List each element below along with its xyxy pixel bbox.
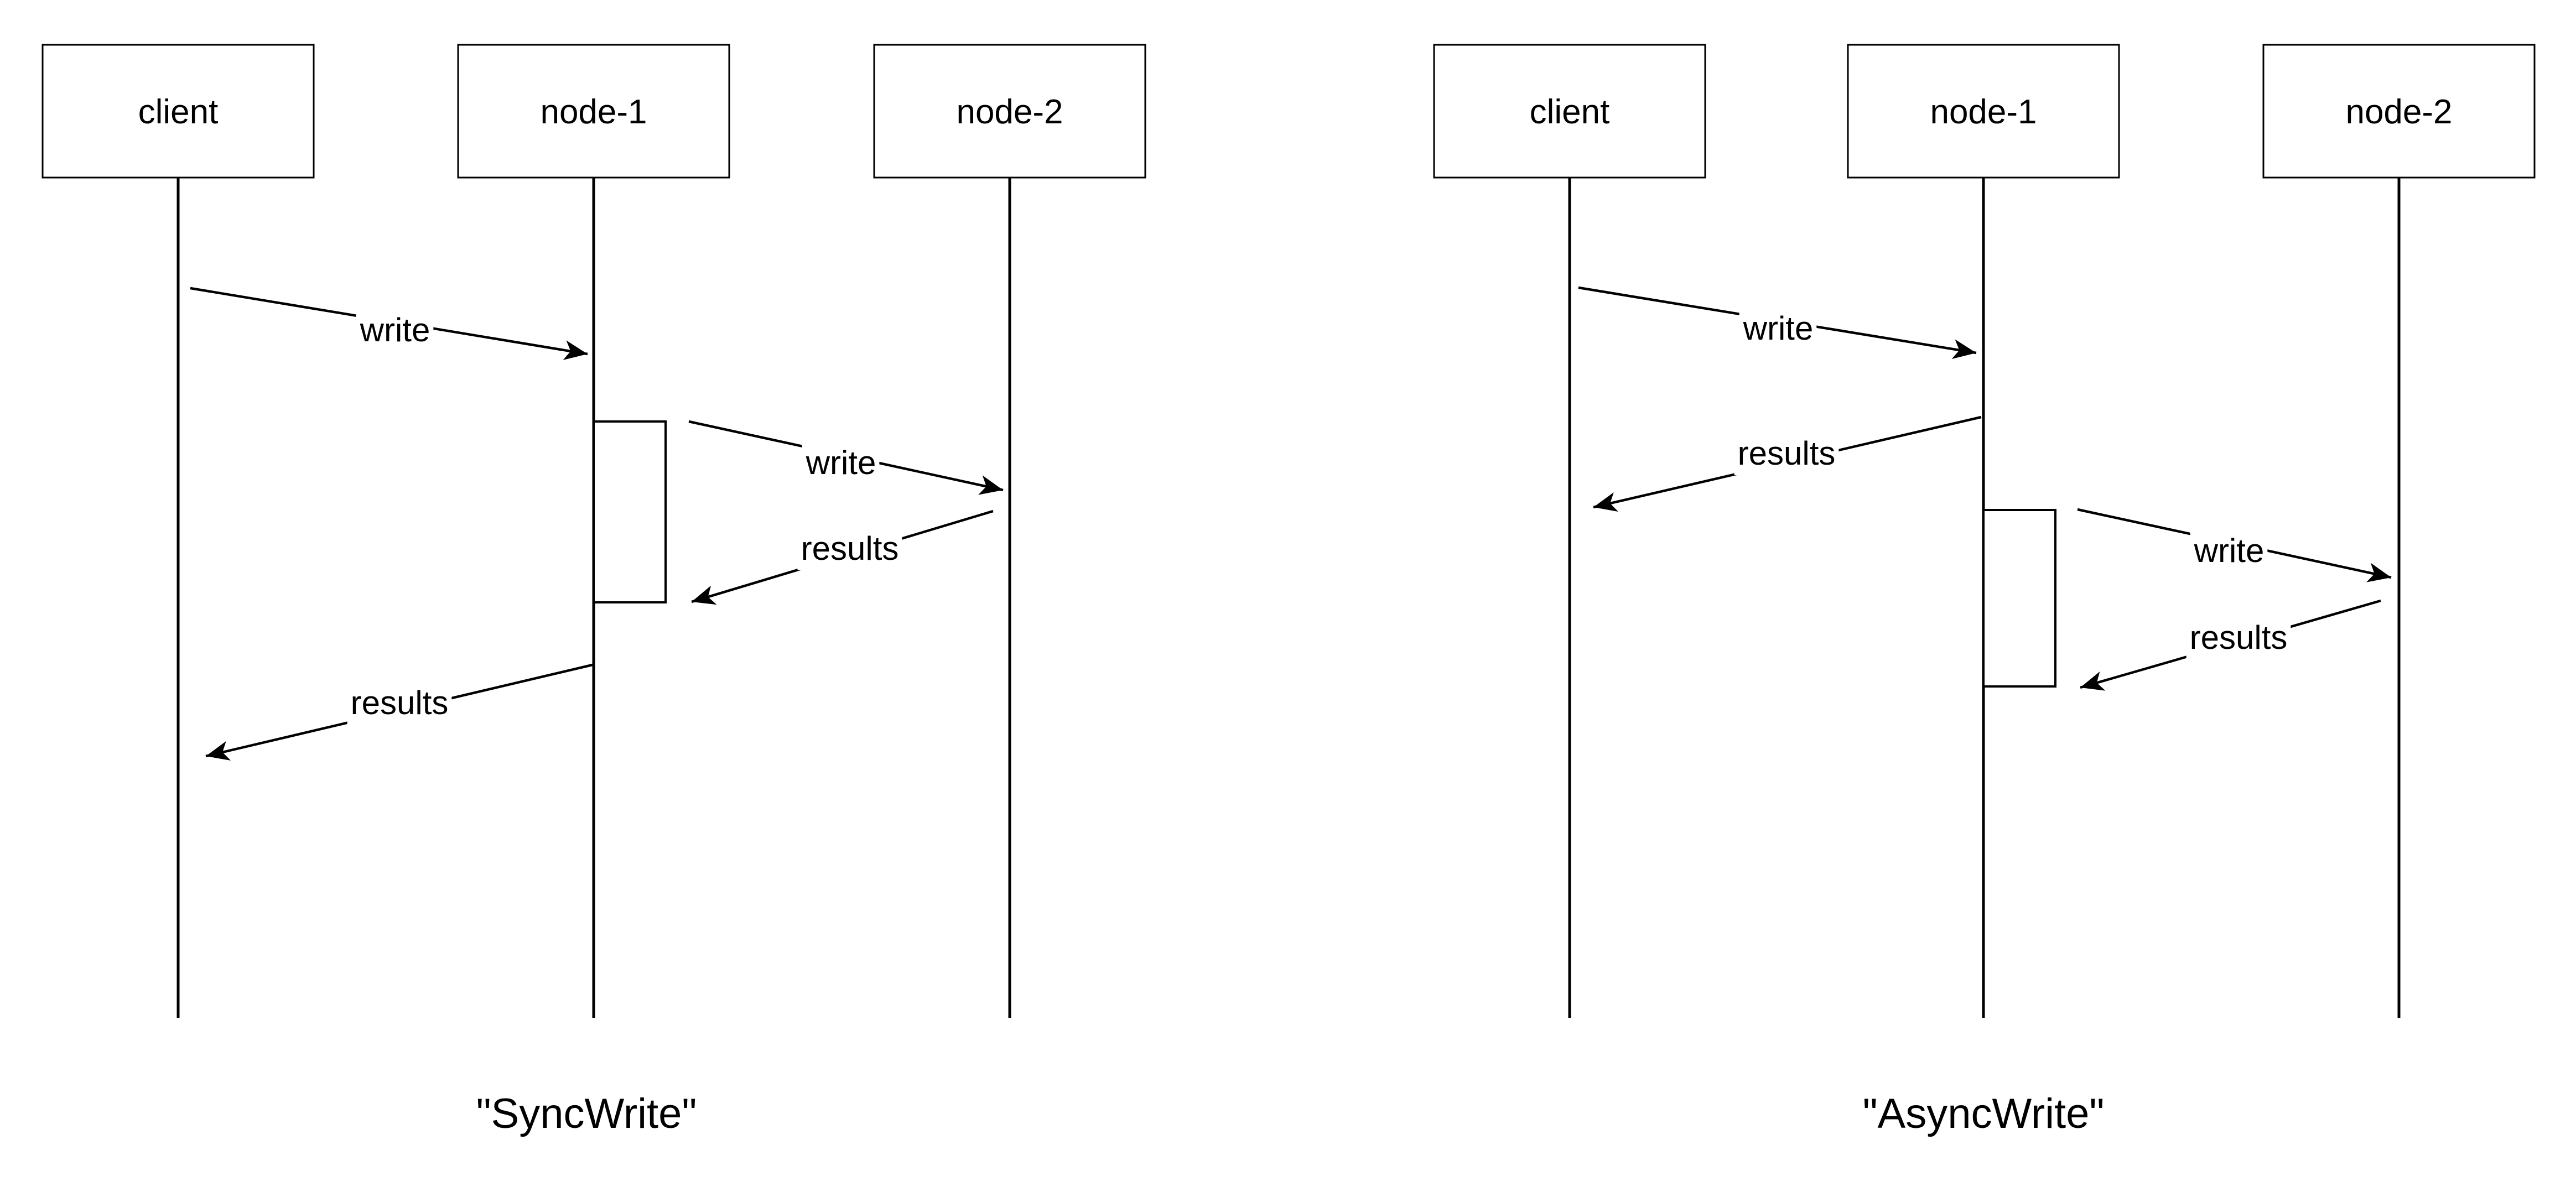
message-label: results [801, 530, 899, 567]
message-label: write [1743, 310, 1814, 347]
actor-label-client: client [138, 93, 219, 131]
actor-box-node-1 [1847, 44, 2120, 179]
label-halo [1739, 306, 1817, 350]
diagram-syncwrite: client node-1 node-2 write write results… [41, 44, 1146, 1137]
message-label: write [806, 444, 876, 481]
message-label: write [2194, 532, 2265, 569]
actor-node-2: node-2 [2262, 44, 2536, 179]
actor-box-node-2 [2262, 44, 2536, 179]
actor-label-node-1: node-1 [540, 93, 647, 131]
message-label: write [360, 311, 430, 348]
actor-label-node-1: node-1 [1930, 93, 2037, 131]
actor-box-client [1433, 44, 1706, 179]
actor-client: client [1433, 44, 1706, 179]
diagram-asyncwrite: client node-1 node-2 write results write… [1433, 44, 2536, 1137]
message-label: results [2190, 619, 2288, 656]
activation-box-node-1 [1982, 509, 2056, 688]
label-halo [797, 527, 902, 570]
label-halo [2186, 616, 2291, 659]
actor-node-1: node-1 [457, 44, 730, 179]
actor-node-2: node-2 [873, 44, 1146, 179]
actor-node-1: node-1 [1847, 44, 2120, 179]
message-results-node1-client: results [1593, 415, 1982, 512]
message-write-client-node1: write [190, 287, 588, 360]
label-halo [347, 681, 452, 725]
actor-box-node-2 [873, 44, 1146, 179]
label-halo [2190, 529, 2268, 573]
actor-client: client [41, 44, 315, 179]
message-write-node1-node2: write [2077, 508, 2392, 582]
actor-box-node-1 [457, 44, 730, 179]
label-halo [1734, 431, 1839, 475]
message-results-node2-node1: results [691, 509, 994, 605]
actor-box-client [41, 44, 315, 179]
message-write-client-node1: write [1578, 286, 1977, 359]
caption-asyncwrite: "AsyncWrite" [1863, 1090, 2105, 1137]
actor-label-node-2: node-2 [956, 93, 1063, 131]
actor-label-client: client [1530, 93, 1610, 131]
message-write-node1-node2: write [688, 420, 1004, 495]
activation-box-node-1 [593, 420, 667, 603]
message-results-node2-node1: results [2080, 599, 2381, 691]
message-label: results [351, 684, 449, 721]
message-label: results [1738, 435, 1836, 472]
label-halo [802, 441, 880, 485]
label-halo [356, 308, 434, 352]
caption-syncwrite: "SyncWrite" [476, 1090, 697, 1137]
actor-label-node-2: node-2 [2345, 93, 2452, 131]
message-results-node1-client: results [205, 663, 595, 761]
